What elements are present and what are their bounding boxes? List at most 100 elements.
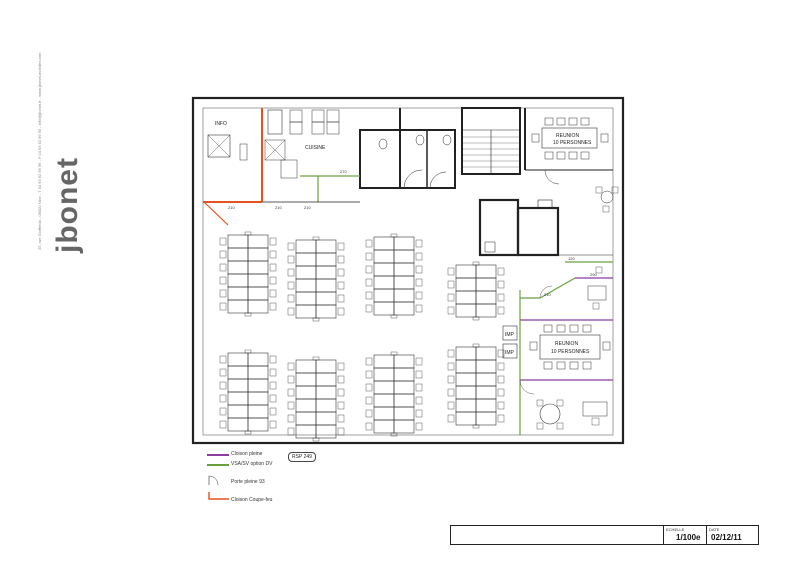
desk-part xyxy=(393,393,415,408)
desk-part xyxy=(365,239,373,248)
desk-part xyxy=(373,236,395,251)
desk-part xyxy=(287,427,295,436)
desk-part xyxy=(227,247,249,262)
desk-part xyxy=(219,381,227,390)
desk-part xyxy=(447,280,455,289)
desk-part xyxy=(337,388,345,397)
desk-part xyxy=(393,419,415,434)
dimension-label: 210 xyxy=(304,205,311,210)
dimension-label: 210 xyxy=(228,205,235,210)
desk-part xyxy=(393,380,415,395)
desk-part xyxy=(219,407,227,416)
workstation-clusters xyxy=(219,231,505,442)
desk-part xyxy=(497,388,505,397)
desk-part xyxy=(337,268,345,277)
desk-part xyxy=(295,411,317,426)
reference-tag: RSP 249 xyxy=(288,452,316,462)
desk-part xyxy=(247,417,269,432)
desk-part xyxy=(415,291,423,300)
room-label-meeting-bottom-2: 10 PERSONNES xyxy=(551,349,590,355)
desk-part xyxy=(219,355,227,364)
desk-part xyxy=(312,356,320,361)
desk-part xyxy=(337,281,345,290)
desk-part xyxy=(373,419,395,434)
legend-label: VSA/SV option DV xyxy=(231,461,273,467)
date-label: DATE xyxy=(709,527,720,532)
kitchen-area xyxy=(262,109,360,203)
desk-part xyxy=(373,249,395,264)
desk-part xyxy=(247,391,269,406)
desk-part xyxy=(227,365,249,380)
desk-part xyxy=(365,409,373,418)
desk-part xyxy=(497,349,505,358)
desk-part xyxy=(227,273,249,288)
desk-part xyxy=(373,262,395,277)
desk-part xyxy=(247,404,269,419)
desk-part xyxy=(315,291,337,306)
desk-part xyxy=(295,265,317,280)
desk-part xyxy=(315,304,337,319)
desk-part xyxy=(475,290,497,305)
desk-part xyxy=(247,378,269,393)
desk-part xyxy=(295,278,317,293)
desk-part xyxy=(337,294,345,303)
desk-part xyxy=(269,381,277,390)
desk-part xyxy=(455,385,477,400)
desk-part xyxy=(472,343,480,348)
desk-part xyxy=(415,383,423,392)
desk-part xyxy=(365,357,373,366)
desk-part xyxy=(373,393,395,408)
desk-part xyxy=(315,252,337,267)
desk-part xyxy=(415,252,423,261)
desk-part xyxy=(269,355,277,364)
desk-part xyxy=(295,252,317,267)
desk-part xyxy=(390,432,398,437)
desk-part xyxy=(393,262,415,277)
legend-label: Porte pleine 93 xyxy=(231,479,265,485)
desk-part xyxy=(393,249,415,264)
desk-part xyxy=(315,265,337,280)
desk-part xyxy=(287,414,295,423)
desk-part xyxy=(497,401,505,410)
desk-part xyxy=(219,250,227,259)
desk-part xyxy=(447,375,455,384)
desk-part xyxy=(244,231,252,236)
desk-part xyxy=(497,293,505,302)
title-block: ECHELLE 1/100e DATE 02/12/11 xyxy=(450,525,759,545)
desk-part xyxy=(287,281,295,290)
brand-address: 25, rue Gioffredo - 06000 Nice - T 04 93… xyxy=(37,52,42,250)
desk-part xyxy=(415,370,423,379)
desk-part xyxy=(219,289,227,298)
desk-part xyxy=(269,237,277,246)
dimension-label: 270 xyxy=(340,169,347,174)
desk-part xyxy=(415,304,423,313)
desk-part xyxy=(295,239,317,254)
room-label-printer-2: IMP xyxy=(505,350,515,356)
desk-part xyxy=(415,422,423,431)
desk-part xyxy=(475,372,497,387)
desk-part xyxy=(455,264,477,279)
desk-part xyxy=(287,307,295,316)
desk-part xyxy=(227,404,249,419)
desk-part xyxy=(373,406,395,421)
desk-part xyxy=(447,306,455,315)
desk-part xyxy=(365,265,373,274)
desk-part xyxy=(227,391,249,406)
desk-part xyxy=(315,278,337,293)
desk-part xyxy=(365,252,373,261)
desk-part xyxy=(365,422,373,431)
desk-part xyxy=(475,385,497,400)
desk-part xyxy=(315,239,337,254)
desk-part xyxy=(393,275,415,290)
outer-wall xyxy=(191,96,625,445)
desk-part xyxy=(415,278,423,287)
desk-part xyxy=(295,385,317,400)
desk-part xyxy=(269,407,277,416)
dimension-label: 210 xyxy=(275,205,282,210)
desk-part xyxy=(247,299,269,314)
outer-wall-inner xyxy=(202,107,614,436)
divider xyxy=(663,526,664,544)
desk-part xyxy=(247,247,269,262)
fire-partition-swatch xyxy=(208,492,229,500)
desk-part xyxy=(295,291,317,306)
